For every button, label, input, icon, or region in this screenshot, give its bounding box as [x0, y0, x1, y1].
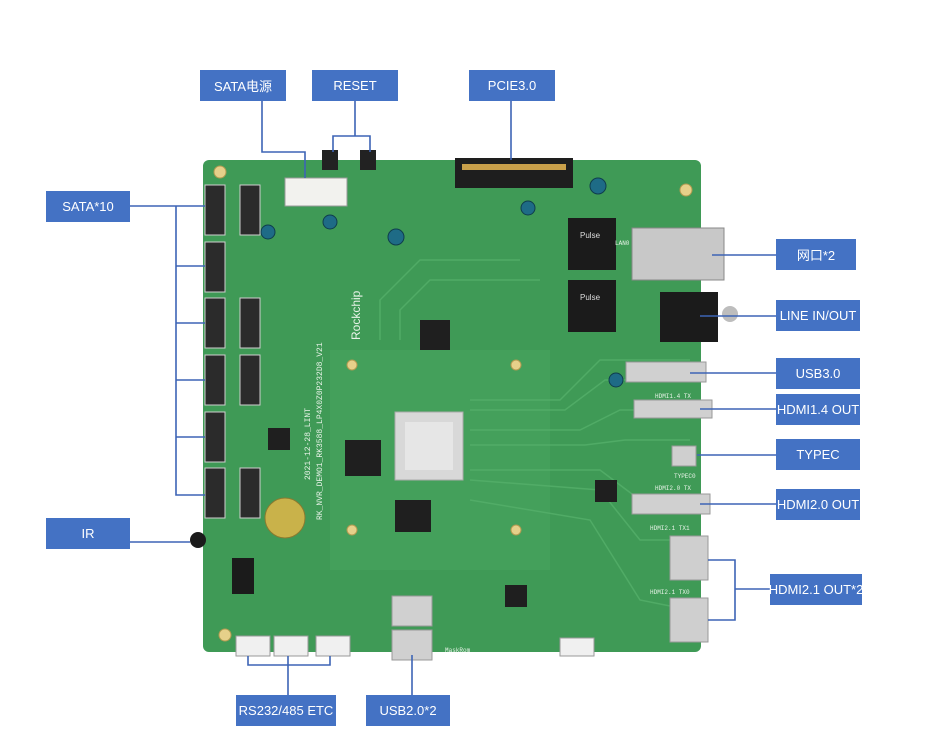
hdmi21-tx0-silk: HDMI2.1 TX0: [650, 589, 690, 596]
audio-jack-port: [722, 306, 738, 322]
label-sata: SATA*10: [46, 191, 130, 222]
memory-chip-1: [345, 440, 381, 476]
ic-chip-1: [268, 428, 290, 450]
board-date-text: 2021-12-28_LINT: [304, 408, 313, 480]
label-hdmi21: HDMI2.1 OUT*2: [769, 574, 863, 605]
reset-button-left: [322, 150, 338, 170]
hdmi20-silk: HDMI2.0 TX: [655, 485, 691, 492]
label-sata-power: SATA电源: [200, 70, 286, 101]
pulse-transformer-2: [568, 280, 616, 332]
pcie-slot: [455, 158, 573, 188]
pulse-transformer-1: [568, 218, 616, 270]
audio-jack: [660, 292, 718, 342]
label-ir: IR: [46, 518, 130, 549]
right-bottom-connector: [559, 637, 595, 657]
hdmi20-port: [631, 493, 711, 515]
label-reset: RESET: [312, 70, 398, 101]
pcie-slot-pins: [462, 164, 566, 170]
usb2-port-2: [391, 629, 433, 661]
soc-die: [405, 422, 453, 470]
typec-silk: TYPEC0: [674, 473, 696, 480]
hdmi21-port-1: [669, 535, 709, 581]
hdmi14-silk: HDMI1.4 TX: [655, 393, 691, 400]
label-rs232: RS232/485 ETC: [236, 695, 336, 726]
usb3-port: [625, 361, 707, 383]
rs232-connector-2: [273, 635, 309, 657]
typec-port: [671, 445, 697, 467]
hdmi14-port: [633, 399, 713, 419]
mounting-holes: [213, 165, 693, 642]
label-line-in-out: LINE IN/OUT: [776, 300, 860, 331]
rs232-connector-3: [315, 635, 351, 657]
ic-chip-2: [595, 480, 617, 502]
label-ethernet: 网口*2: [776, 239, 856, 270]
label-usb20: USB2.0*2: [366, 695, 450, 726]
label-typec: TYPEC: [776, 439, 860, 470]
label-hdmi20: HDMI2.0 OUT: [776, 489, 860, 520]
label-usb30: USB3.0: [776, 358, 860, 389]
hdmi21-tx1-silk: HDMI2.1 TX1: [650, 525, 690, 532]
label-hdmi14: HDMI1.4 OUT: [776, 394, 860, 425]
sata-power-connector: [284, 177, 348, 207]
brand-silk: Rockchip: [349, 290, 363, 340]
ethernet-jack: [631, 227, 725, 281]
reset-button-right: [360, 150, 376, 170]
ir-receiver: [190, 532, 206, 548]
rs232-connector-1: [235, 635, 271, 657]
maskrom-silk: MaskRom: [445, 647, 471, 654]
sata-connectors: [204, 184, 261, 519]
board-silk-text: RK_NVR_DEMO1_RK3588_LP4X0Z0P232D8_V21: [316, 342, 325, 520]
usb2-port-1: [391, 595, 433, 627]
capacitors: [260, 177, 624, 388]
label-pcie: PCIE3.0: [469, 70, 555, 101]
hdmi21-port-2: [669, 597, 709, 643]
pcb-traces: [379, 259, 691, 611]
memory-chip-3: [420, 320, 450, 350]
lan-silk: LAN0: [615, 240, 630, 247]
pulse-label-1: Pulse: [580, 231, 601, 240]
pin-header: [232, 558, 254, 594]
memory-chip-2: [395, 500, 431, 532]
ic-chip-3: [505, 585, 527, 607]
pulse-label-2: Pulse: [580, 293, 601, 302]
coin-battery: [264, 497, 306, 539]
